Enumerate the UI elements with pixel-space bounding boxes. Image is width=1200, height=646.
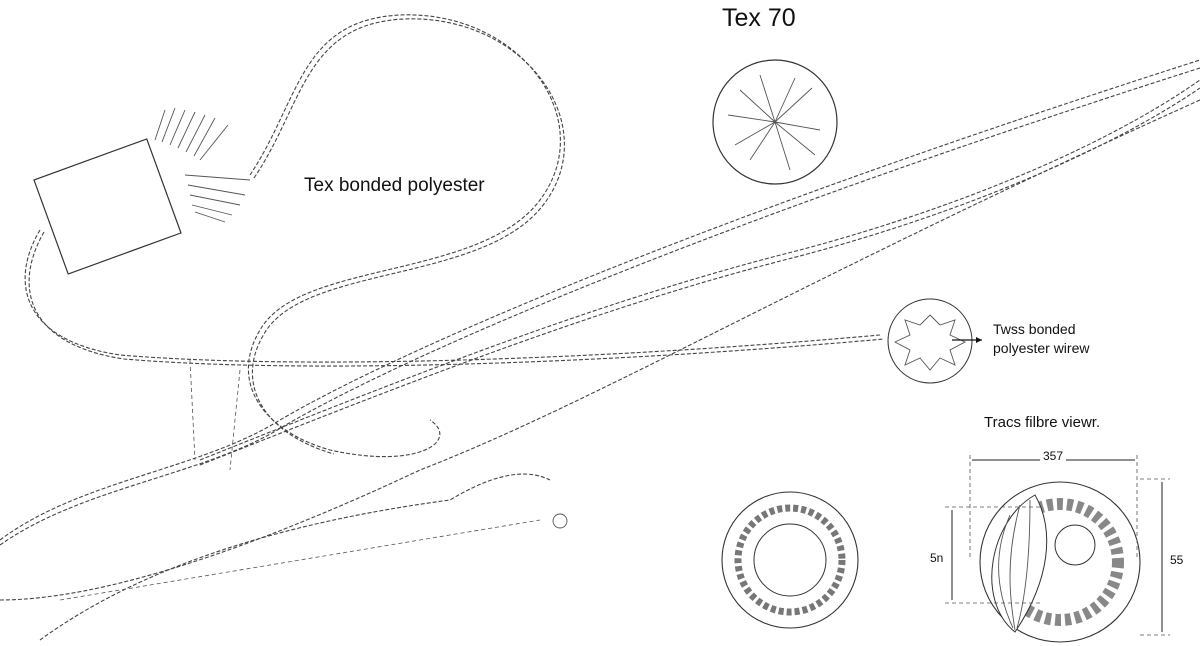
thread-tag [33,138,182,275]
width-dimension: 357 [1040,449,1067,463]
thread-eyelet [552,513,568,529]
twisted-threads [0,14,1200,641]
main-label: Tex bonded polyester [304,175,485,196]
cross-section-label-line2: polyester wirew [993,340,1090,356]
outer-height-dimension: 55 [1170,553,1184,567]
cross-section-label-line1: Twss bonded [993,321,1076,337]
frayed-fibres [154,107,251,223]
inner-height-dimension: 5n [930,551,944,565]
fibre-view [945,455,1170,643]
tex-title: Tex 70 [722,4,796,32]
cross-section-label: Twss bonded polyester wirew [993,320,1089,358]
fibre-ring [721,491,859,629]
fibre-view-label: Tracs filbre viewr. [984,414,1101,431]
tex70-cross-section [712,59,838,185]
bonded-cross-section [887,298,982,384]
